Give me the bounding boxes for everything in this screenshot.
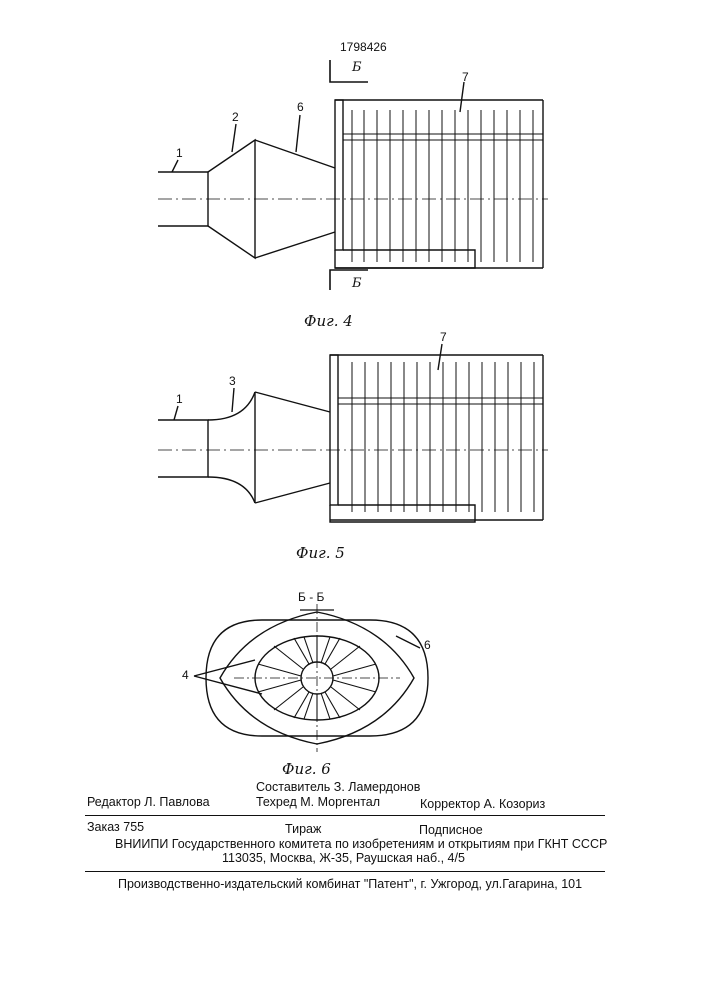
imprint-order: Заказ 755 (87, 820, 144, 834)
imprint-publisher: Производственно-издательский комбинат "П… (118, 877, 582, 891)
imprint-circulation: Тираж (285, 822, 321, 836)
imprint-divider-bottom (85, 871, 605, 872)
imprint-address: 113035, Москва, Ж-35, Раушская наб., 4/5 (222, 851, 465, 865)
imprint-institute: ВНИИПИ Государственного комитета по изоб… (115, 837, 607, 851)
imprint-corrector: Корректор А. Козориз (420, 797, 545, 811)
imprint-techred: Техред М. Моргентал (256, 795, 380, 809)
fig6-section-title: Б - Б (298, 590, 324, 604)
imprint-subscription: Подписное (419, 823, 483, 837)
imprint-editor: Редактор Л. Павлова (87, 795, 210, 809)
fig6-label-6: 6 (424, 638, 431, 652)
imprint-divider-top (85, 815, 605, 816)
fig6-label-4: 4 (182, 668, 189, 682)
imprint-compiler: Составитель З. Ламердонов (256, 780, 420, 794)
fig6-caption: Фиг. 6 (282, 760, 331, 778)
